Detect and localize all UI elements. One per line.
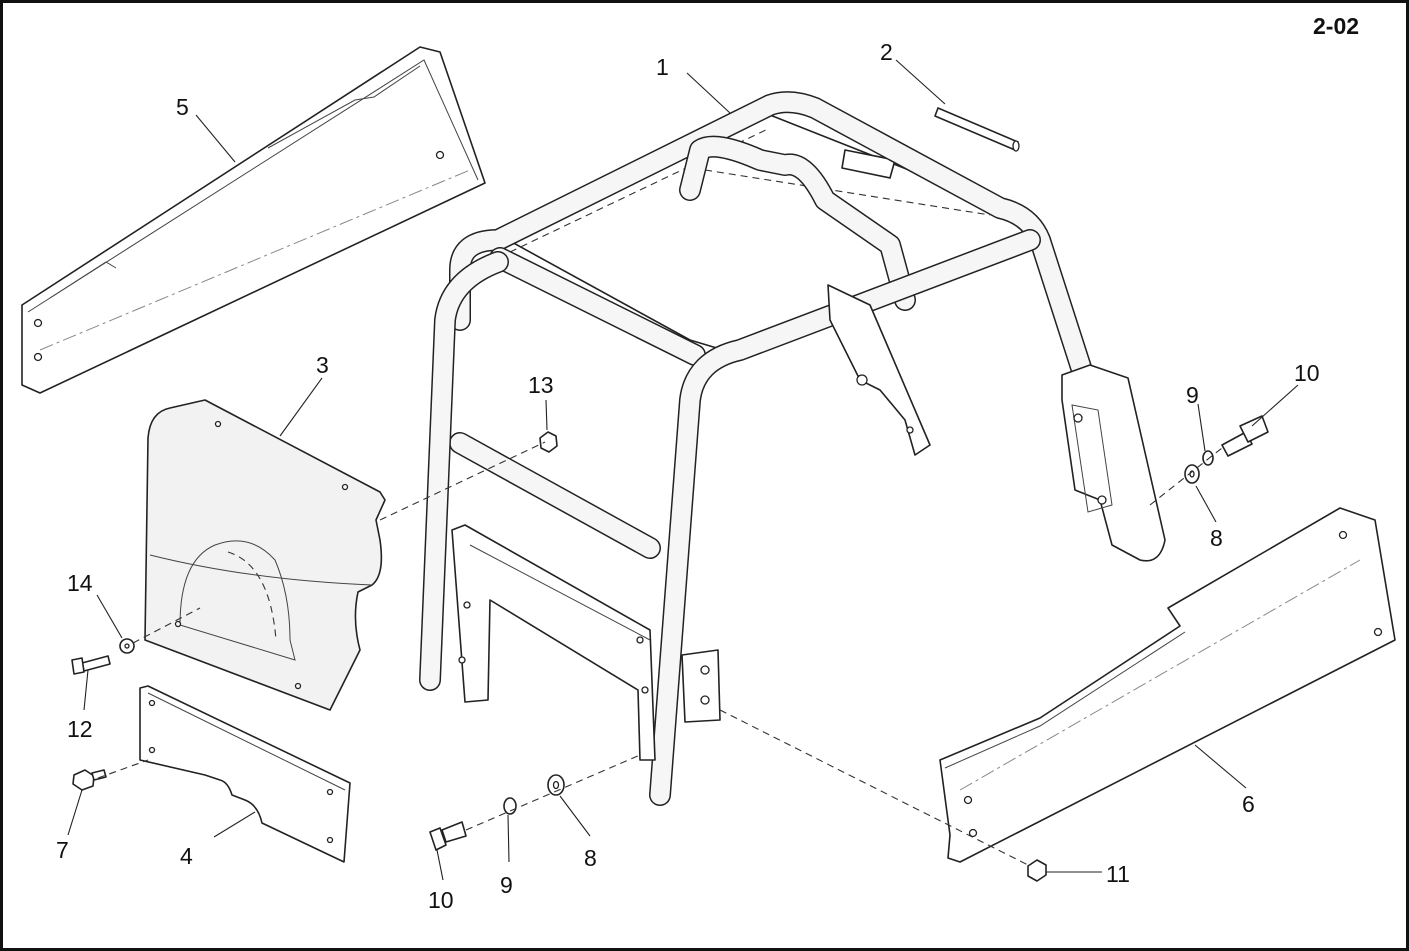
assembly-lines (97, 441, 1223, 867)
callout-9-upper: 9 (1186, 382, 1199, 408)
part-1-tube-frame (419, 91, 1166, 806)
callout-8-upper: 8 (1210, 525, 1223, 551)
callout-9-lower: 9 (500, 872, 513, 898)
callout-3: 3 (316, 352, 329, 378)
callout-6: 6 (1242, 791, 1255, 817)
callout-11: 11 (1106, 861, 1130, 887)
callout-5: 5 (176, 94, 189, 120)
callout-7: 7 (56, 837, 69, 863)
callout-10-lower: 10 (428, 887, 454, 913)
callout-8-lower: 8 (584, 845, 597, 871)
callout-1: 1 (656, 54, 669, 80)
part-2-pin (934, 107, 1020, 152)
part-3-front-cover (144, 399, 386, 711)
callout-14: 14 (67, 570, 93, 596)
part-4-lower-plate (139, 685, 351, 863)
leader-lines (67, 59, 1299, 881)
exploded-parts-diagram: 2-02 1 2 3 4 5 6 7 8 8 9 9 10 10 11 12 1… (21, 13, 1396, 913)
callout-13: 13 (528, 372, 554, 398)
callout-2: 2 (880, 39, 893, 65)
callout-numbers: 1 2 3 4 5 6 7 8 8 9 9 10 10 11 12 13 14 (56, 39, 1320, 913)
callout-12: 12 (67, 716, 93, 742)
callout-10-upper: 10 (1294, 360, 1320, 386)
part-5-side-shield (21, 46, 486, 394)
part-6-side-shield (939, 507, 1396, 863)
page-code: 2-02 (1313, 13, 1359, 39)
callout-4: 4 (180, 843, 193, 869)
